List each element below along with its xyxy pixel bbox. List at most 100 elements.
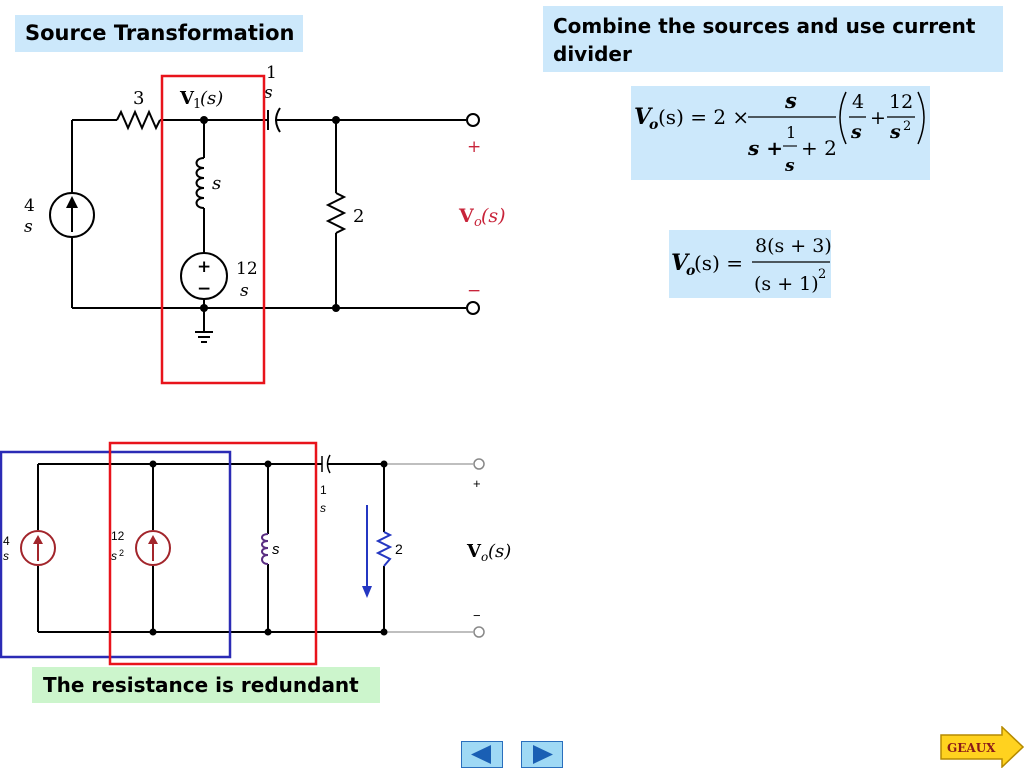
b-cap-num: 1 xyxy=(320,483,327,497)
vsrc-num: 12 xyxy=(236,259,258,279)
b-junction-4 xyxy=(149,628,157,636)
geaux-label: GEAUX xyxy=(947,741,996,755)
cap-den: s xyxy=(264,83,273,103)
b-junction-5 xyxy=(264,628,272,636)
b-labels: 4 s 12 s 2 s 1 s 2 + − xyxy=(3,476,481,623)
eq1-paren-right xyxy=(917,91,925,145)
b-vo-sub: o xyxy=(481,550,488,564)
previous-slide-button[interactable] xyxy=(461,741,503,768)
highlight-box-red xyxy=(108,441,318,666)
vsrc-minus: − xyxy=(197,279,211,299)
equation-2: V o (s) = 8(s + 3) (s + 1) 2 xyxy=(671,235,832,295)
eq2-den-exp: 2 xyxy=(818,267,826,282)
eq1-den-b: + 2 xyxy=(801,136,837,160)
b-inductor-s xyxy=(261,533,269,565)
resistor-2 xyxy=(325,192,347,234)
b-junction-3 xyxy=(380,460,388,468)
src-den: s xyxy=(24,217,33,237)
b-src1-head xyxy=(33,535,43,544)
b-junction-6 xyxy=(380,628,388,636)
b-src2-den: s xyxy=(111,549,117,563)
right-arrow-icon xyxy=(533,745,553,764)
b-output-label: V o (s) xyxy=(466,541,511,564)
inductor-s xyxy=(195,157,205,209)
vsrc-den: s xyxy=(240,281,249,301)
eq1-den-den: s xyxy=(784,156,795,176)
eq1-lhs: V xyxy=(634,104,653,130)
highlight-box-blue xyxy=(0,450,232,659)
b-vo-arg: (s) xyxy=(488,541,511,562)
eq2-den: (s + 1) xyxy=(754,273,819,295)
b-src2-exp: 2 xyxy=(119,548,124,558)
vo-arg: (s) xyxy=(481,205,506,227)
junction-bottom-mid xyxy=(200,304,208,312)
v1-sub: 1 xyxy=(193,97,201,112)
current-source-4s xyxy=(49,192,95,238)
eq2-lhs: V xyxy=(671,250,690,276)
left-arrow-icon xyxy=(471,745,491,764)
v1-arg: (s) xyxy=(200,88,223,109)
terminal-top xyxy=(466,113,480,127)
equation-2-box xyxy=(669,230,831,298)
b-cap-den: s xyxy=(320,501,326,515)
slide-title: Source Transformation xyxy=(15,15,303,52)
out-minus: − xyxy=(467,281,481,301)
vo-sub: o xyxy=(474,215,482,230)
out-plus: + xyxy=(467,137,481,157)
junction-v1 xyxy=(200,116,208,124)
b-source-heads xyxy=(33,535,158,544)
eq2-num: 8(s + 3) xyxy=(755,235,832,257)
v1-label: V xyxy=(179,88,195,109)
junction-bottom-right xyxy=(332,304,340,312)
b-terminal-bottom xyxy=(473,626,485,638)
eq2-lhs-arg: (s) = xyxy=(694,251,743,275)
b-resistor-2 xyxy=(375,531,393,567)
b-inductor-label: s xyxy=(272,541,280,558)
source-arrow-head xyxy=(66,196,78,208)
equation-1-box xyxy=(631,86,930,180)
eq1-t1-den: s xyxy=(850,121,862,143)
next-slide-button[interactable] xyxy=(521,741,563,768)
vsrc-plus: + xyxy=(197,257,211,277)
b-src2-head xyxy=(148,535,158,544)
b-sources xyxy=(20,530,171,566)
b-resistor-label: 2 xyxy=(395,541,403,557)
eq1-plus: + xyxy=(870,107,886,129)
b-current-source-4s xyxy=(20,530,56,566)
eq1-paren-left xyxy=(839,91,847,145)
b-out-plus: + xyxy=(473,476,481,491)
hint-text: Combine the sources and use current divi… xyxy=(543,6,1003,72)
inductor-label: s xyxy=(212,173,221,194)
eq1-den-num: 1 xyxy=(786,123,796,142)
b-out-minus: − xyxy=(473,608,481,623)
top-labels: 3 V 1 (s) 1 s 4 s s 12 s + − 2 xyxy=(24,63,364,301)
top-output-labels: + − V o (s) xyxy=(458,137,506,301)
current-arrow-head xyxy=(362,586,372,598)
eq1-t2-exp: 2 xyxy=(903,119,911,134)
geaux-arrow-icon: GEAUX xyxy=(940,725,1024,769)
eq1-frac-num: s xyxy=(784,88,797,113)
top-junctions xyxy=(66,116,340,312)
b-src1-num: 4 xyxy=(3,534,10,548)
src-num: 4 xyxy=(24,196,35,216)
top-circuit xyxy=(49,107,480,343)
redundant-note: The resistance is redundant xyxy=(32,667,380,703)
resistor-2-label: 2 xyxy=(353,206,364,227)
resistor-3-label: 3 xyxy=(133,88,144,109)
eq1-den-a: s + xyxy=(747,136,783,160)
eq1-t2-den: s xyxy=(889,121,901,143)
junction-top-right xyxy=(332,116,340,124)
eq1-lhs-arg: (s) = 2 × xyxy=(658,105,749,129)
eq2-lhs-sub: o xyxy=(686,263,695,279)
terminal-bottom xyxy=(466,301,480,315)
b-vo-label: V xyxy=(466,541,482,562)
eq1-t1-num: 4 xyxy=(852,91,864,113)
bottom-circuit xyxy=(37,454,485,638)
highlight-box-top xyxy=(160,74,266,385)
cap-num: 1 xyxy=(266,63,277,83)
b-junctions xyxy=(149,460,388,636)
b-current-source-12s2 xyxy=(135,530,171,566)
equation-1: V o (s) = 2 × s s + 1 s + 2 4 s + 12 s 2 xyxy=(634,88,925,176)
geaux-button[interactable]: GEAUX xyxy=(940,725,1024,769)
